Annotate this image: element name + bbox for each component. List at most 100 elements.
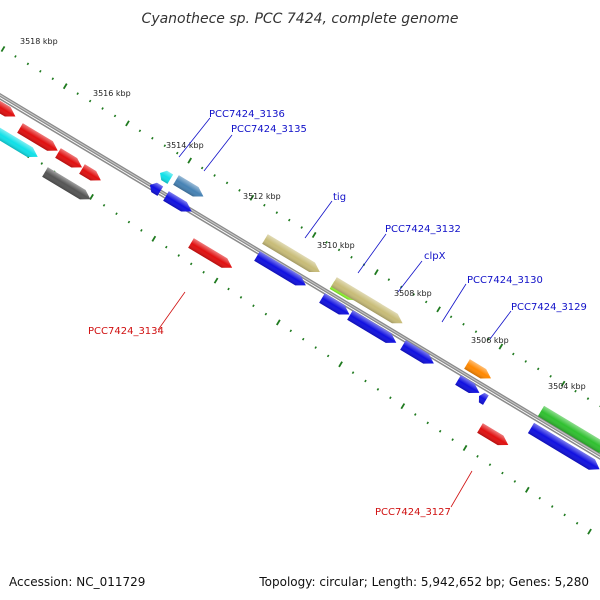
minor-tick — [175, 151, 179, 155]
gene-red-c[interactable] — [55, 148, 85, 172]
major-tick — [62, 83, 68, 90]
gene-label-pcc7424-3136[interactable]: PCC7424_3136 — [209, 109, 285, 120]
minor-tick — [474, 330, 478, 334]
minor-tick — [487, 337, 490, 341]
gene-gray-a[interactable] — [42, 167, 93, 204]
gene-khaki-clpx[interactable] — [331, 277, 405, 328]
minor-tick — [501, 471, 504, 475]
major-tick — [587, 528, 592, 535]
minor-tick — [351, 371, 355, 375]
gene-blue-b-shading — [163, 191, 192, 212]
gene-blue-a[interactable] — [147, 180, 164, 196]
kbp-label: 3508 kbp — [394, 289, 432, 298]
gene-red-a[interactable] — [0, 95, 18, 121]
minor-tick — [476, 454, 479, 458]
kbp-label: 3518 kbp — [20, 37, 58, 46]
kbp-label: 3516 kbp — [93, 89, 131, 98]
minor-tick — [337, 248, 341, 252]
kbp-label: 3506 kbp — [471, 336, 509, 345]
major-tick — [338, 361, 343, 368]
minor-tick — [102, 203, 106, 207]
gene-blue-f[interactable] — [400, 340, 437, 368]
minor-tick — [301, 337, 305, 341]
gene-green-a-shading — [537, 405, 600, 453]
gene-red-d[interactable] — [79, 164, 104, 185]
gene-red-3127[interactable] — [477, 423, 511, 449]
gene-red-3134-shading — [188, 238, 233, 268]
major-tick — [560, 380, 566, 387]
gene-red-b[interactable] — [17, 123, 60, 155]
gene-cyan-a-shading — [0, 122, 38, 157]
gene-red-b-shading — [17, 123, 58, 151]
minor-tick — [238, 188, 241, 192]
gene-green-a[interactable] — [537, 405, 600, 457]
minor-tick — [263, 203, 266, 207]
minor-tick — [115, 212, 118, 216]
minor-tick — [449, 315, 453, 319]
gene-red-3134[interactable] — [188, 238, 235, 272]
minor-tick — [387, 278, 391, 281]
minor-tick — [426, 421, 429, 425]
gene-blue-i-shading — [527, 422, 600, 470]
gene-label-pcc7424-3132[interactable]: PCC7424_3132 — [385, 224, 461, 235]
minor-tick — [462, 322, 465, 326]
minor-tick — [550, 505, 554, 508]
gene-blue-e[interactable] — [347, 310, 399, 347]
kbp-label: 3514 kbp — [166, 141, 204, 150]
gene-khaki-tig[interactable] — [262, 234, 323, 276]
gene-cyan-a[interactable] — [0, 122, 41, 161]
major-tick — [276, 319, 281, 326]
major-tick — [89, 193, 94, 200]
gene-khaki-tig-shading — [262, 234, 320, 273]
minor-tick — [575, 521, 579, 525]
minor-tick — [538, 496, 542, 500]
minor-tick — [488, 463, 492, 467]
minor-tick — [163, 144, 167, 148]
gene-blue-g[interactable] — [455, 375, 482, 397]
gene-gray-a-shading — [42, 167, 91, 200]
accession-text: Accession: NC_011729 — [9, 575, 145, 589]
minor-tick — [288, 218, 291, 222]
minor-tick — [88, 99, 92, 103]
minor-tick — [26, 62, 30, 66]
gene-steel-a[interactable] — [173, 175, 206, 201]
gene-labels: PCC7424_3136 PCC7424_3135 tig PCC7424_31… — [88, 109, 587, 518]
major-tick — [400, 403, 406, 410]
minor-tick — [140, 229, 143, 232]
minor-tick — [202, 270, 205, 274]
minor-tick — [512, 352, 515, 356]
gene-red-3127-shading — [477, 423, 509, 446]
minor-tick — [586, 397, 590, 400]
gene-blue-d[interactable] — [319, 293, 352, 319]
gene-label-tig[interactable]: tig — [333, 192, 346, 203]
gene-label-pcc7424-3135[interactable]: PCC7424_3135 — [231, 124, 307, 135]
major-tick — [0, 45, 6, 53]
minor-tick — [213, 174, 216, 177]
genome-summary-text: Topology: circular; Length: 5,942,652 bp… — [258, 575, 589, 589]
label-connectors — [157, 117, 512, 508]
gene-blue-f-shading — [400, 340, 434, 364]
minor-tick — [113, 114, 117, 118]
gene-blue-h[interactable] — [476, 391, 489, 405]
gene-orange-a[interactable] — [464, 359, 494, 383]
gene-label-pcc7424-3134[interactable]: PCC7424_3134 — [88, 326, 164, 337]
gene-label-pcc7424-3127[interactable]: PCC7424_3127 — [375, 507, 451, 518]
gene-cyan-b[interactable] — [157, 168, 174, 184]
gene-label-pcc7424-3129[interactable]: PCC7424_3129 — [511, 302, 587, 313]
gene-label-clpx[interactable]: clpX — [424, 251, 446, 262]
minor-tick — [165, 245, 168, 249]
gene-steel-a-shading — [173, 175, 204, 197]
gene-blue-c[interactable] — [254, 251, 309, 290]
major-tick — [374, 269, 379, 276]
minor-tick — [314, 346, 317, 349]
gene-red-d-shading — [79, 164, 101, 181]
gene-red-a-shading — [0, 95, 16, 117]
gene-blue-b[interactable] — [163, 191, 194, 216]
gene-blue-i[interactable] — [527, 422, 600, 474]
minor-tick — [389, 396, 392, 400]
gene-label-pcc7424-3130[interactable]: PCC7424_3130 — [467, 275, 543, 286]
minor-tick — [40, 162, 44, 165]
minor-tick — [101, 107, 104, 110]
gene-features — [0, 95, 600, 474]
minor-tick — [239, 295, 243, 299]
